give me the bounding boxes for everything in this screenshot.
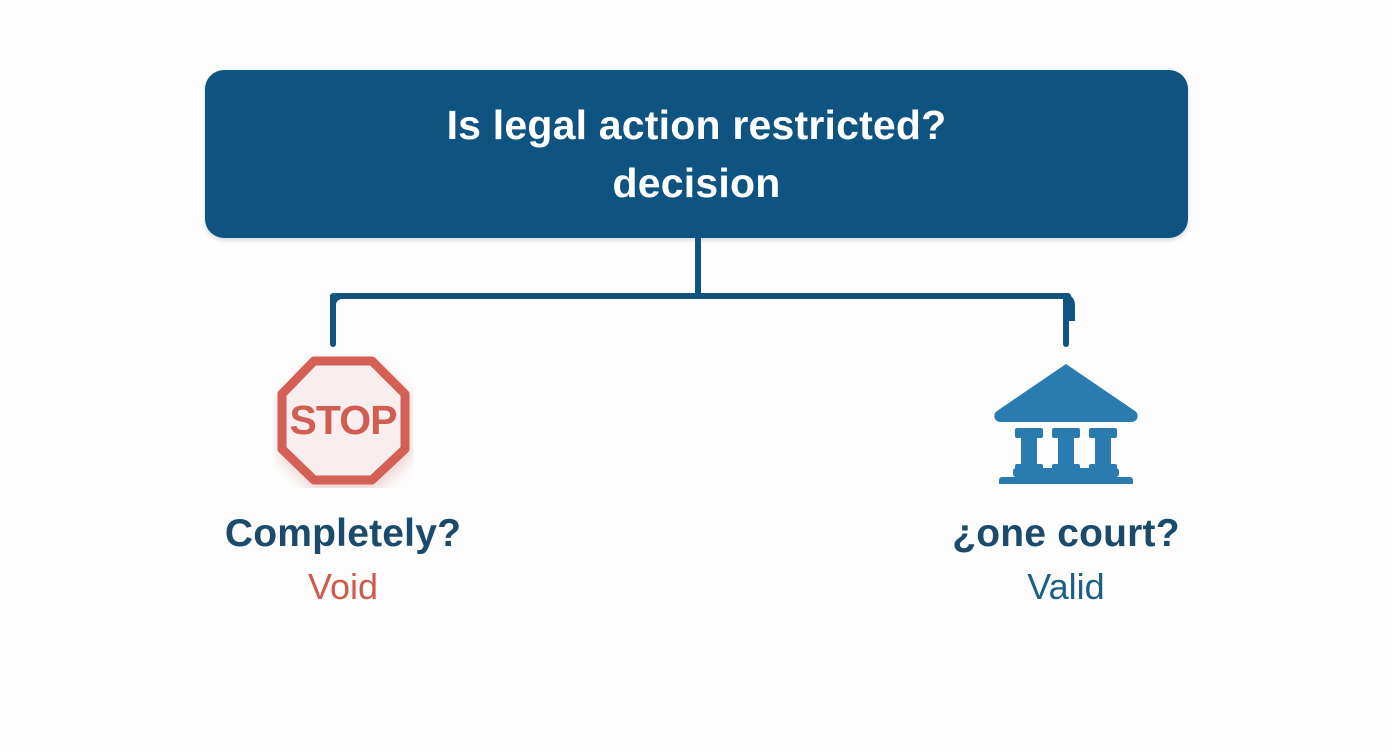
connector-drop-right [1063,293,1069,347]
branch-void[interactable]: STOP Completely? Void [133,350,553,608]
branch-void-outcome: Void [307,566,379,607]
branch-valid[interactable]: ¿one court? Valid [856,350,1276,608]
decision-box[interactable]: Is legal action restricted? decision [205,70,1188,238]
decision-title-line2: decision [612,160,781,206]
branch-valid-label: ¿one court? [952,512,1180,555]
stop-sign-icon: STOP [277,356,410,484]
courthouse-icon [994,364,1138,484]
stop-sign-icon-wrap: STOP [268,350,418,490]
svg-text:STOP: STOP [290,397,397,443]
branch-valid-outcome: Valid [1027,566,1105,607]
courthouse-icon-wrap [991,350,1141,490]
connector-elbow-right [1047,293,1075,321]
connector-drop-left [330,293,336,347]
decision-box-title: Is legal action restricted? decision [423,96,971,212]
connector-horizontal-bar [333,293,1071,299]
decision-title-line1: Is legal action restricted? [446,101,947,148]
connector-stem [695,236,701,298]
branch-void-label: Completely? [224,512,462,555]
